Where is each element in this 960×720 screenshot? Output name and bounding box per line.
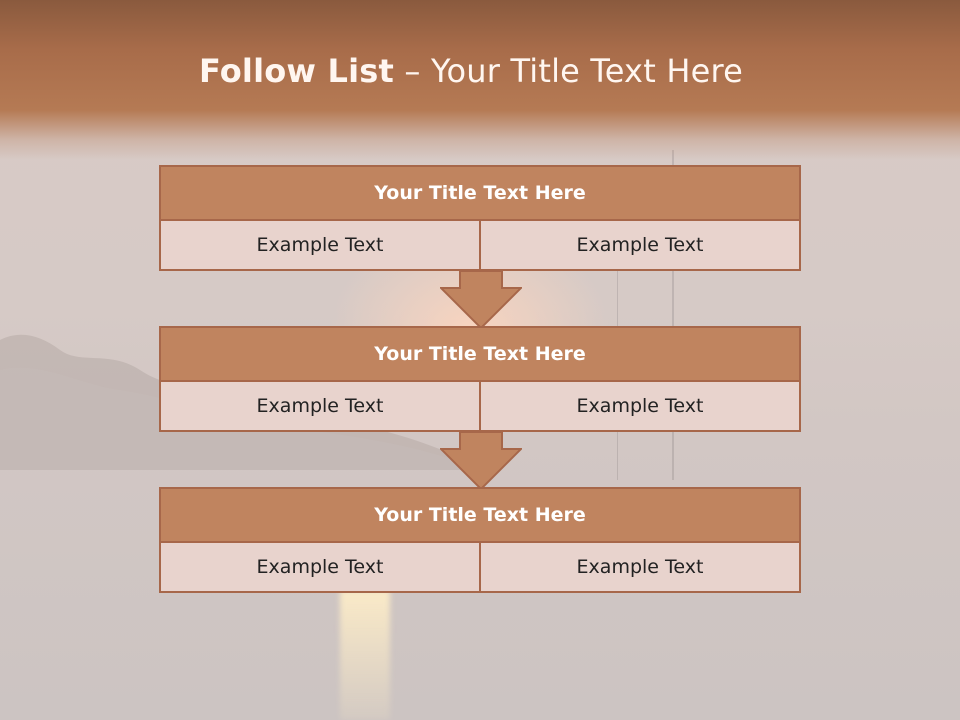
hills-silhouette	[0, 334, 480, 470]
block-title: Your Title Text Here	[159, 165, 801, 221]
list-block-3: Your Title Text Here Example Text Exampl…	[159, 487, 801, 593]
slide-title: Follow List – Your Title Text Here	[0, 52, 942, 90]
block-title: Your Title Text Here	[159, 487, 801, 543]
sun-reflection	[340, 590, 390, 720]
block-cell-left: Example Text	[159, 221, 481, 271]
slide-title-bold: Follow List	[198, 52, 395, 90]
block-title: Your Title Text Here	[159, 326, 801, 382]
block-cell-right: Example Text	[481, 382, 801, 432]
block-cell-left: Example Text	[159, 543, 481, 593]
block-cell-left: Example Text	[159, 382, 481, 432]
header-band	[0, 0, 960, 160]
list-block-1: Your Title Text Here Example Text Exampl…	[159, 165, 801, 271]
slide-title-rest: – Your Title Text Here	[394, 52, 744, 90]
down-arrow-icon	[440, 270, 522, 330]
mast-line	[672, 150, 674, 480]
block-cell-right: Example Text	[481, 543, 801, 593]
block-cell-right: Example Text	[481, 221, 801, 271]
list-block-2: Your Title Text Here Example Text Exampl…	[159, 326, 801, 432]
down-arrow-icon	[440, 431, 522, 491]
